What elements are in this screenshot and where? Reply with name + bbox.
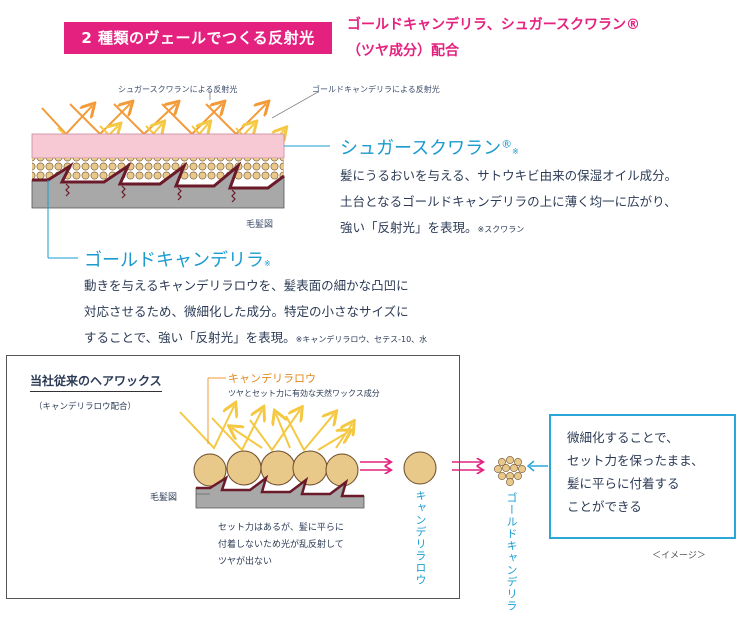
gold-candelilla-layer bbox=[32, 158, 284, 180]
gold-note: ※キャンデリラロウ、セテス-10、水 bbox=[295, 335, 428, 344]
candelilla-desc: ツヤとセット力に有効な天然ワックス成分 bbox=[228, 389, 380, 398]
hair-label-bottom: 毛髪図 bbox=[150, 493, 178, 503]
squalane-title-note: ※ bbox=[512, 147, 519, 156]
callout-line-3: 髪に平らに付着する bbox=[567, 476, 680, 491]
header-badge: 2 種類のヴェールでつくる反射光 bbox=[64, 22, 332, 54]
vertical-label-candelilla: キャンデリラロウ bbox=[414, 490, 427, 586]
squalane-desc-1: 髪にうるおいを与える、サトウキビ由来の保湿オイル成分。 bbox=[340, 168, 678, 183]
header-subtitle-line2: （ツヤ成分）配合 bbox=[347, 43, 459, 59]
callout-line-2: セット力を保ったまま、 bbox=[567, 453, 704, 468]
caption-line-3: ツヤが出ない bbox=[218, 557, 273, 567]
conventional-wax-box bbox=[6, 355, 460, 599]
conventional-caption: セット力はあるが、髪に平らに 付着しないため光が乱反射して ツヤが出ない bbox=[218, 520, 344, 571]
conventional-subtitle: （キャンデリラロウ配合） bbox=[34, 402, 137, 412]
squalane-note: ※スクワラン bbox=[477, 225, 525, 234]
gold-desc-3: することで、強い「反射光」を表現。 bbox=[84, 330, 296, 345]
reflect-arrow bbox=[41, 106, 92, 136]
gold-title: ゴールドキャンデリラ bbox=[84, 250, 264, 271]
hair-label-top: 毛髪図 bbox=[246, 220, 274, 230]
gold-title-row: ゴールドキャンデリラ※ bbox=[84, 246, 271, 272]
gold-title-note: ※ bbox=[264, 259, 271, 268]
caption-line-2: 付着しないため光が乱反射して bbox=[218, 540, 344, 550]
squalane-desc-3-row: 強い「反射光」を表現。※スクワラン bbox=[340, 216, 524, 242]
callout-line-4: ことができる bbox=[567, 499, 642, 514]
micronization-callout: 微細化することで、 セット力を保ったまま、 髪に平らに付着する ことができる bbox=[549, 414, 736, 539]
image-note: ＜イメージ＞ bbox=[652, 551, 706, 561]
cuticle-edge bbox=[32, 161, 285, 190]
gold-desc-2: 対応させるため、微細化した成分。特定の小さなサイズに bbox=[84, 304, 409, 319]
callout-line-1: 微細化することで、 bbox=[567, 430, 679, 445]
squalane-desc-3: 強い「反射光」を表現。 bbox=[340, 220, 478, 235]
reflect-arrow bbox=[205, 104, 266, 136]
candelilla-label: キャンデリラロウ bbox=[228, 372, 316, 385]
gold-desc-3-row: することで、強い「反射光」を表現。※キャンデリラロウ、セテス-10、水 bbox=[84, 326, 427, 352]
label-gold-reflect: ゴールドキャンデリラによる反射光 bbox=[312, 85, 440, 94]
squalane-title-row: シュガースクワラン®※ bbox=[340, 134, 519, 160]
header-subtitle-line1: ゴールドキャンデリラ、シュガースクワラン® bbox=[347, 17, 641, 33]
label-squalane-reflect: シュガースクワランによる反射光 bbox=[118, 85, 238, 94]
squalane-desc-2: 土台となるゴールドキャンデリラの上に薄く均一に広がり、 bbox=[340, 194, 677, 209]
gold-desc-1: 動きを与えるキャンデリラロウを、髪表面の細かな凸凹に bbox=[84, 278, 409, 293]
conventional-title: 当社従来のヘアワックス bbox=[30, 372, 162, 392]
registered-mark: ® bbox=[501, 137, 513, 151]
vertical-label-gold: ゴールドキャンデリラ bbox=[505, 492, 518, 612]
caption-line-1: セット力はあるが、髪に平らに bbox=[218, 523, 344, 533]
squalane-title: シュガースクワラン bbox=[340, 138, 502, 159]
squalane-layer bbox=[31, 133, 285, 159]
